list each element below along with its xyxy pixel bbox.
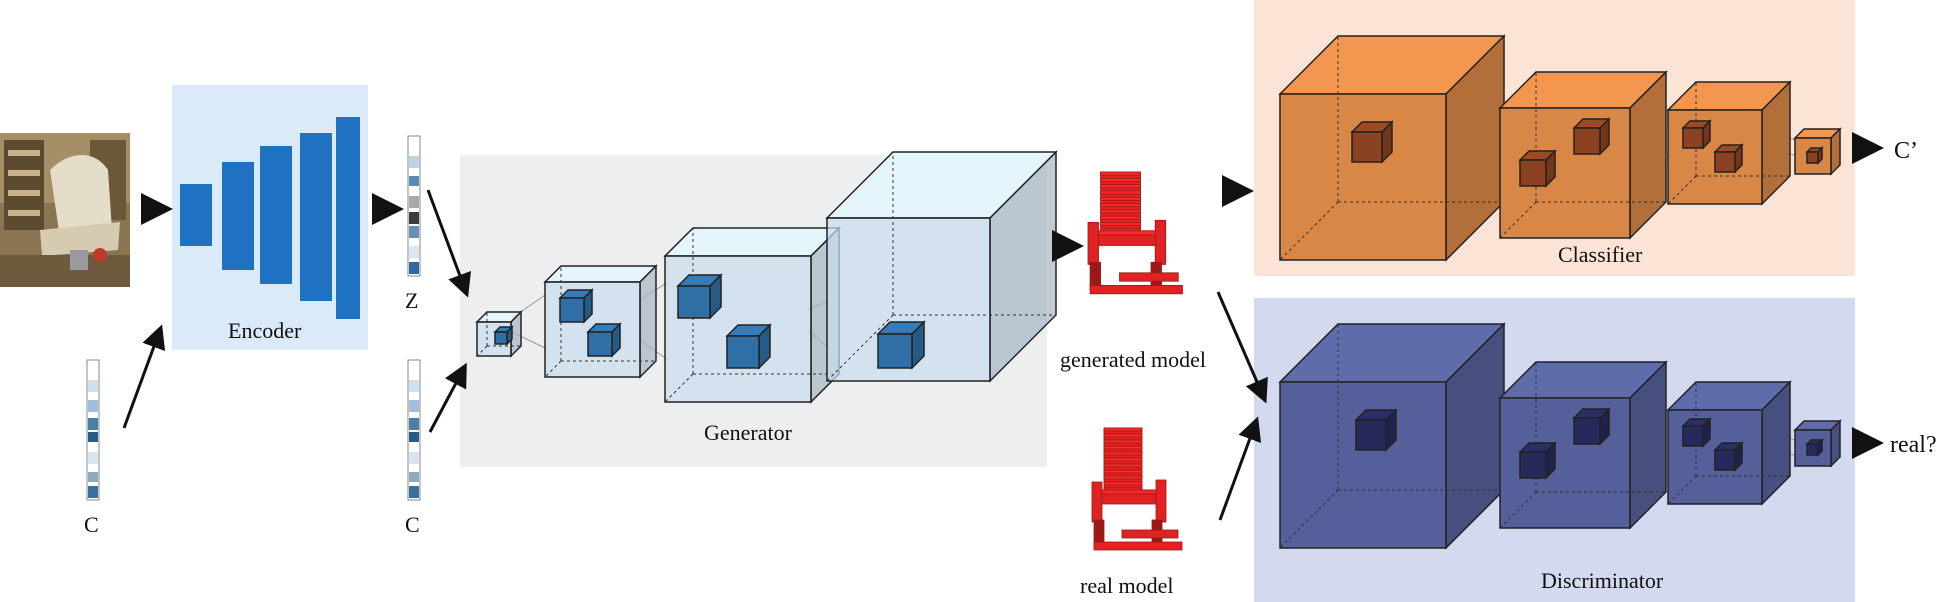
real-voxel-chair-icon bbox=[1091, 427, 1183, 551]
encoder-bar bbox=[300, 133, 332, 301]
generator-label: Generator bbox=[704, 420, 793, 445]
discriminator-inner-cube bbox=[1354, 408, 1398, 452]
encoder-bar bbox=[260, 146, 292, 284]
chair-photo-icon bbox=[0, 133, 130, 287]
classifier-inner-cube bbox=[1681, 119, 1712, 150]
discriminator-inner-cube bbox=[1805, 438, 1824, 457]
encoder-bar bbox=[180, 184, 212, 246]
encoder-bars bbox=[180, 117, 360, 319]
generator-inner-cube bbox=[676, 273, 723, 320]
discriminator-cube-3 bbox=[1666, 380, 1792, 506]
discriminator-inner-cube bbox=[1518, 441, 1557, 480]
generator-inner-cube bbox=[558, 288, 594, 324]
generated-voxel-chair-icon bbox=[1087, 171, 1183, 295]
classifier-cube-3 bbox=[1666, 80, 1792, 206]
classifier-inner-cube bbox=[1572, 117, 1611, 156]
discriminator-label: Discriminator bbox=[1541, 568, 1664, 593]
z-label: Z bbox=[405, 288, 418, 313]
encoder-bar bbox=[222, 162, 254, 270]
real-model-label: real model bbox=[1080, 573, 1173, 598]
arrow-real-to-discriminator bbox=[1218, 416, 1262, 521]
discriminator-cube-2 bbox=[1498, 360, 1668, 530]
generator-inner-cube bbox=[493, 325, 514, 346]
generated-model-label: generated model bbox=[1060, 347, 1206, 372]
generator-cubes bbox=[475, 150, 1058, 404]
encoder-bar bbox=[336, 117, 360, 319]
classifier-inner-cube bbox=[1713, 143, 1744, 174]
c-generator-label: C bbox=[405, 512, 420, 537]
c-generator-vector bbox=[407, 359, 421, 501]
discriminator-output-label: real? bbox=[1890, 432, 1937, 458]
c-input-vector bbox=[86, 359, 100, 501]
c-input-label: C bbox=[84, 512, 99, 537]
classifier-output-label: C’ bbox=[1894, 138, 1918, 164]
discriminator-inner-cube bbox=[1681, 417, 1712, 448]
arrow-z-to-generator bbox=[426, 189, 471, 298]
classifier-label: Classifier bbox=[1558, 242, 1643, 267]
arrow-c-to-generator bbox=[428, 362, 467, 433]
generator-inner-cube bbox=[876, 320, 926, 370]
arrow-c-to-encoder bbox=[122, 324, 166, 429]
arrow-generated-to-discriminator bbox=[1216, 291, 1268, 404]
discriminator-cubes bbox=[1278, 322, 1842, 550]
classifier-cubes bbox=[1278, 34, 1842, 262]
discriminator-cube-4 bbox=[1793, 419, 1842, 468]
generator-inner-cube bbox=[586, 322, 622, 358]
generator-cube-4 bbox=[825, 150, 1058, 383]
classifier-inner-cube bbox=[1350, 120, 1394, 164]
discriminator-inner-cube bbox=[1713, 441, 1744, 472]
encoder-label: Encoder bbox=[228, 318, 302, 343]
discriminator-inner-cube bbox=[1572, 407, 1611, 446]
classifier-cube-2 bbox=[1498, 70, 1668, 240]
z-vector bbox=[407, 135, 421, 277]
generator-inner-cube bbox=[725, 323, 772, 370]
classifier-inner-cube bbox=[1805, 146, 1824, 165]
discriminator-cube-1 bbox=[1278, 322, 1506, 550]
classifier-inner-cube bbox=[1518, 149, 1557, 188]
